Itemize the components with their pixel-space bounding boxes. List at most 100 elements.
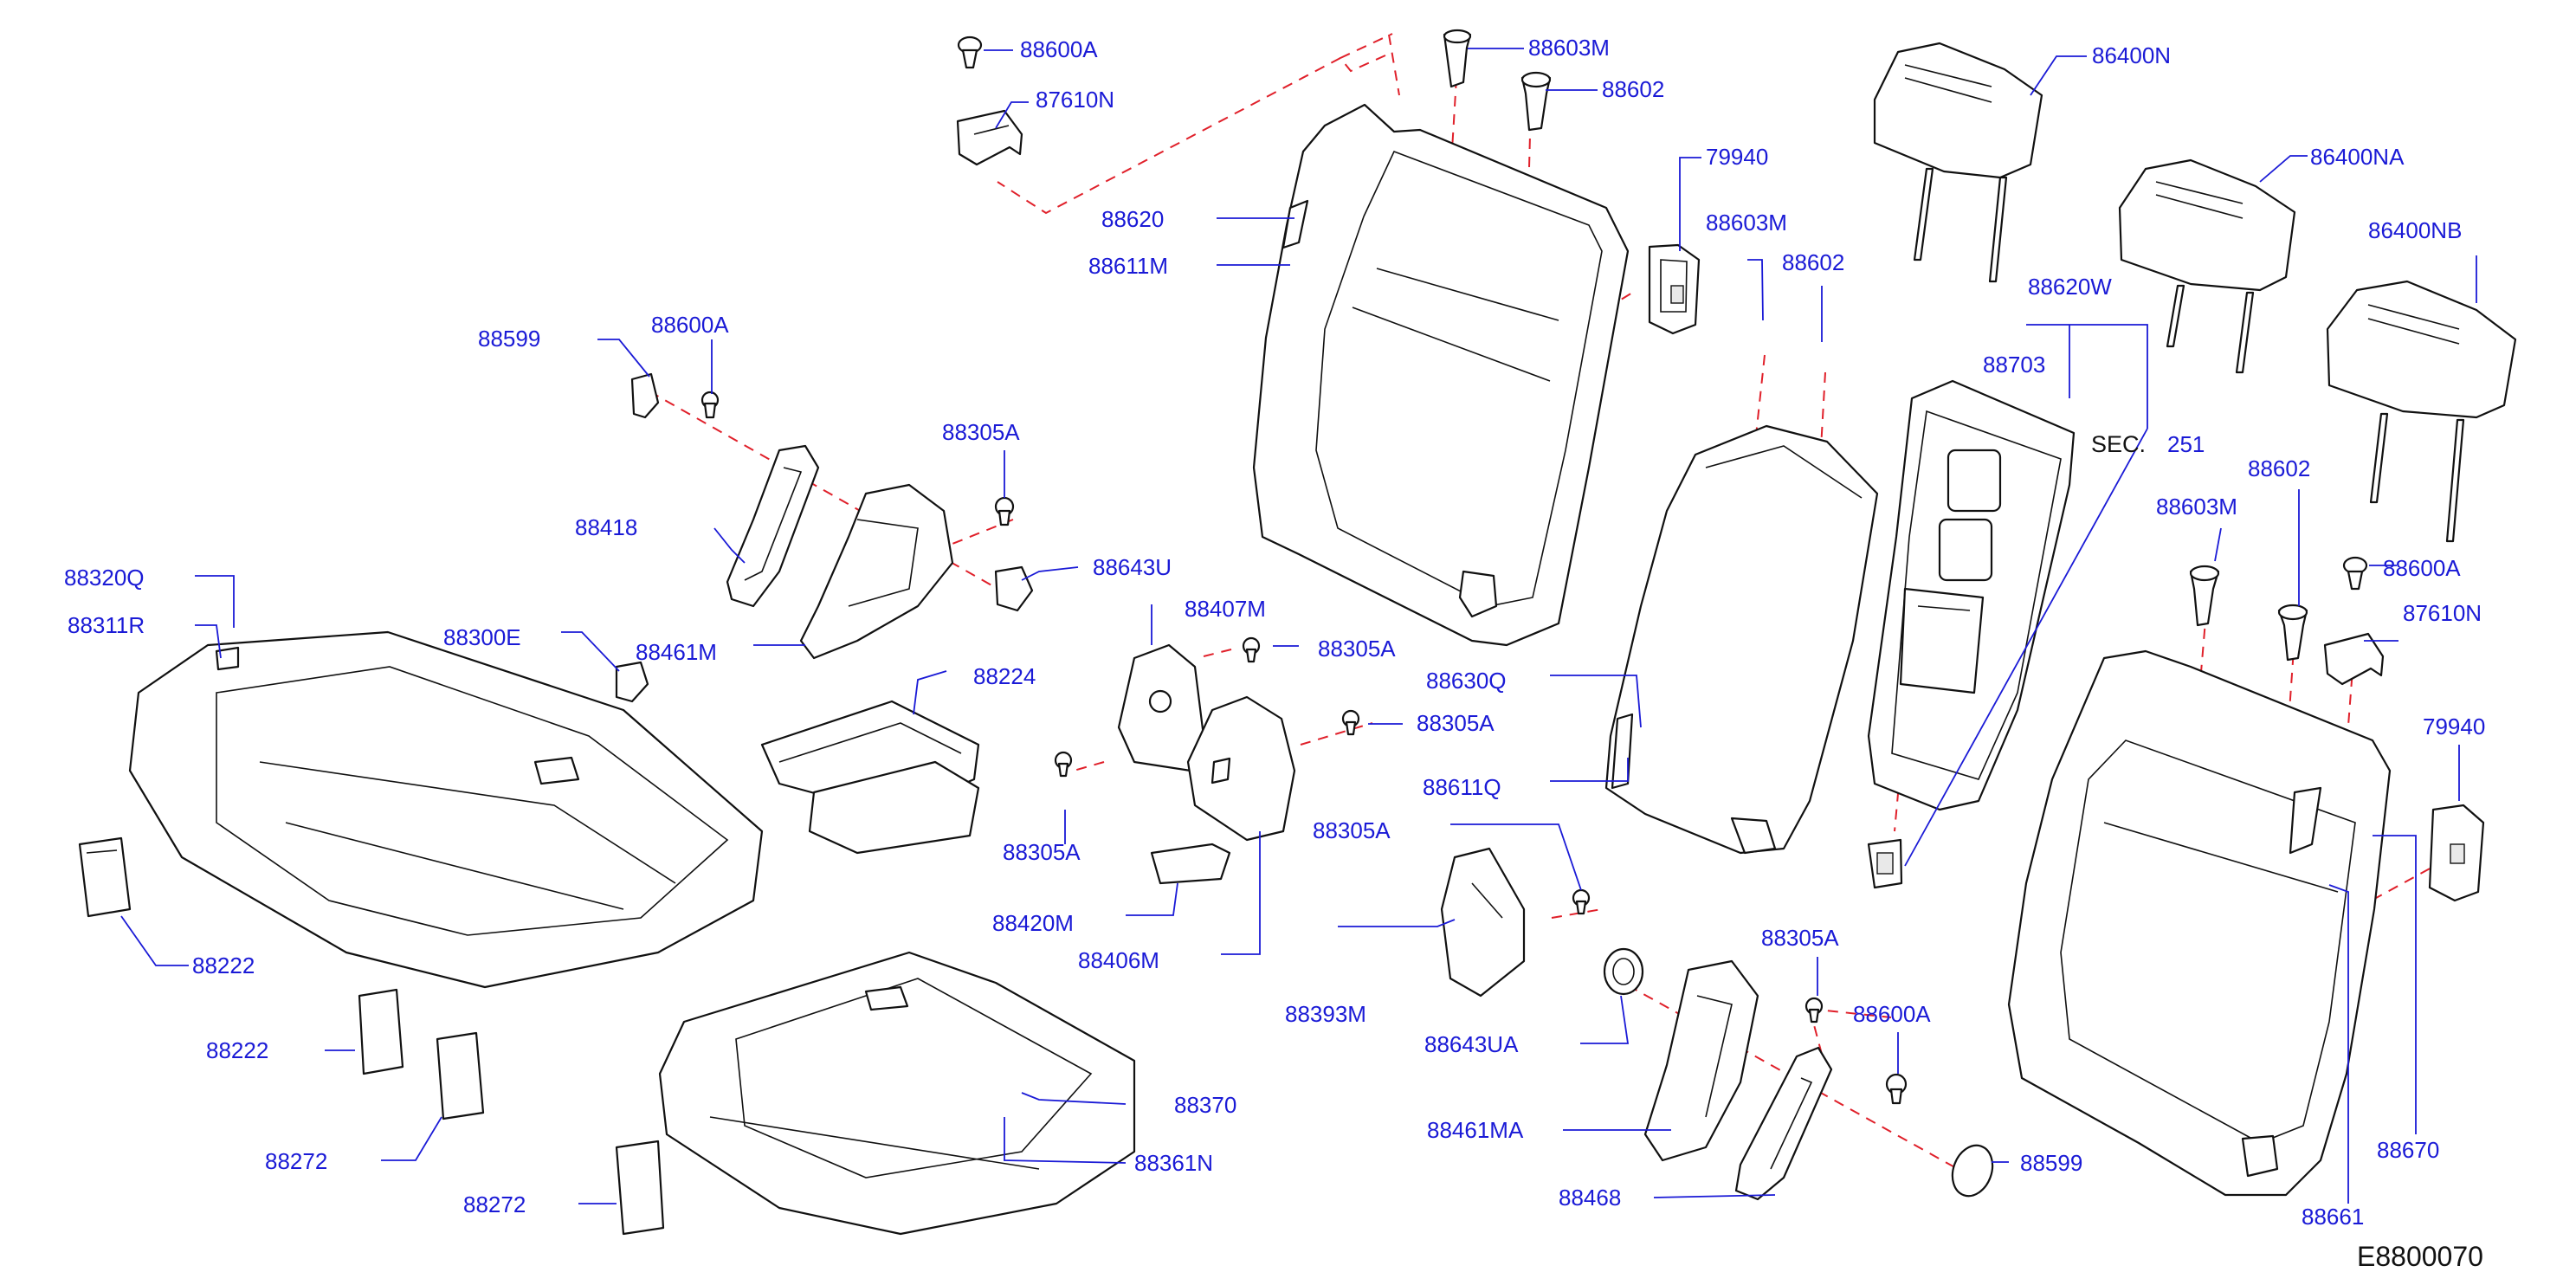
label-88418[interactable]: 88418 — [575, 514, 637, 540]
label-88600A-right[interactable]: 88600A — [2383, 555, 2461, 581]
cap-87610N-top — [956, 109, 1023, 166]
label-88224[interactable]: 88224 — [973, 663, 1036, 689]
label-88305A-e[interactable]: 88305A — [1003, 839, 1081, 865]
hinge-cover-88418 — [726, 444, 820, 608]
label-88600A-left[interactable]: 88600A — [651, 312, 729, 338]
label-88600A-low[interactable]: 88600A — [1853, 1001, 1931, 1027]
label-86400N[interactable]: 86400N — [2092, 42, 2171, 68]
frame-88703 — [1867, 379, 2076, 811]
latch-79940-top — [1648, 243, 1701, 335]
headrest-86400NA — [2118, 158, 2296, 374]
label-sec: SEC. — [2091, 431, 2146, 457]
knob-88643UA — [1603, 947, 1644, 996]
label-88599-left[interactable]: 88599 — [478, 326, 540, 352]
latch-79940-right — [2428, 804, 2485, 902]
bolt-88305A-c — [1341, 709, 1360, 736]
bolt-88600A-low — [1885, 1073, 1908, 1105]
clip-88300E — [615, 661, 649, 703]
label-88643U[interactable]: 88643U — [1093, 554, 1172, 580]
label-88222-b[interactable]: 88222 — [206, 1037, 268, 1063]
label-88305A-b[interactable]: 88305A — [1318, 636, 1396, 662]
label-88602-mid[interactable]: 88602 — [1782, 249, 1844, 275]
label-88461MA[interactable]: 88461MA — [1427, 1117, 1524, 1143]
label-88305A-d[interactable]: 88305A — [1313, 817, 1391, 843]
bolt-88305A-e — [1572, 888, 1591, 915]
label-88603M-top[interactable]: 88603M — [1528, 35, 1610, 61]
headrest-86400NB — [2326, 280, 2517, 543]
bolt-88305A-b — [1242, 636, 1261, 663]
label-88599-low[interactable]: 88599 — [2020, 1150, 2082, 1176]
label-88468[interactable]: 88468 — [1559, 1185, 1621, 1211]
clip-88420M — [1150, 843, 1231, 885]
label-88661[interactable]: 88661 — [2302, 1204, 2364, 1230]
label-88222-a[interactable]: 88222 — [192, 952, 255, 978]
leader-lines — [120, 48, 2477, 1204]
label-88305A-f[interactable]: 88305A — [1761, 925, 1839, 951]
armrest-88630Q — [1604, 424, 1879, 855]
label-sec-number[interactable]: 251 — [2167, 431, 2205, 457]
bracket-88272-b — [615, 1140, 665, 1236]
cover-88406M — [1186, 695, 1296, 842]
label-86400NB[interactable]: 86400NB — [2368, 217, 2462, 243]
seat-back-left-upper — [1252, 103, 1630, 647]
hinge-88393M — [1440, 847, 1526, 998]
label-88600A-top[interactable]: 88600A — [1020, 36, 1098, 62]
label-88602-top[interactable]: 88602 — [1602, 76, 1664, 102]
hinge-cover-88461MA — [1643, 959, 1759, 1162]
label-88630Q[interactable]: 88630Q — [1426, 668, 1507, 694]
label-88620[interactable]: 88620 — [1101, 206, 1164, 232]
label-87610N-right[interactable]: 87610N — [2403, 600, 2482, 626]
label-88603M-right[interactable]: 88603M — [2156, 494, 2237, 520]
bolt-88600A-left — [700, 391, 720, 419]
bolt-88305A-f — [1804, 997, 1824, 1023]
label-88603M-mid[interactable]: 88603M — [1706, 210, 1787, 236]
label-88300E[interactable]: 88300E — [443, 624, 521, 650]
label-88407M[interactable]: 88407M — [1185, 596, 1266, 622]
label-88305A-c[interactable]: 88305A — [1417, 710, 1495, 736]
hinge-88407M — [1117, 643, 1205, 772]
bracket-88222-a — [78, 836, 132, 918]
label-88703[interactable]: 88703 — [1983, 352, 2045, 378]
label-79940-top[interactable]: 79940 — [1706, 144, 1768, 170]
label-88620W[interactable]: 88620W — [2028, 274, 2112, 300]
seat-cushion-main — [128, 630, 764, 989]
label-88361N[interactable]: 88361N — [1134, 1150, 1213, 1176]
cap-87610N-right — [2323, 632, 2385, 686]
label-88611M[interactable]: 88611M — [1088, 253, 1168, 279]
label-88272-b[interactable]: 88272 — [463, 1191, 526, 1217]
label-88272-a[interactable]: 88272 — [265, 1148, 327, 1174]
hinge-cover-88461M — [799, 483, 954, 660]
label-87610N-top[interactable]: 87610N — [1036, 87, 1114, 113]
labels: 88600A 87610N 88603M 88602 86400N 86400N… — [64, 35, 2485, 1272]
clip-88602-right — [2277, 604, 2308, 662]
label-86400NA[interactable]: 86400NA — [2310, 144, 2405, 170]
label-88670[interactable]: 88670 — [2377, 1137, 2439, 1163]
seat-cushion-lower — [658, 951, 1136, 1236]
cover-88599-low — [1951, 1144, 1994, 1198]
cover-88599-left — [630, 372, 660, 419]
diagram-id: E8800070 — [2357, 1241, 2483, 1272]
label-88611Q[interactable]: 88611Q — [1423, 774, 1501, 800]
label-88320Q[interactable]: 88320Q — [64, 565, 145, 591]
label-79940-right[interactable]: 79940 — [2423, 714, 2485, 739]
label-88393M[interactable]: 88393M — [1285, 1001, 1366, 1027]
lock-clip-88703-lower — [1867, 838, 1903, 889]
headrest-86400N — [1873, 42, 2043, 283]
label-88461M[interactable]: 88461M — [636, 639, 717, 665]
bracket-88272-a — [436, 1031, 485, 1120]
label-88643UA[interactable]: 88643UA — [1424, 1031, 1519, 1057]
knob-88643U — [994, 565, 1034, 612]
clip-88600A-top — [957, 36, 983, 69]
label-88406M[interactable]: 88406M — [1078, 947, 1159, 973]
label-88311R[interactable]: 88311R — [68, 612, 145, 638]
label-88420M[interactable]: 88420M — [992, 910, 1074, 936]
seat-back-right — [2007, 649, 2392, 1197]
label-88370[interactable]: 88370 — [1174, 1092, 1236, 1118]
clip-88603M-top — [1443, 29, 1472, 88]
label-88305A-a[interactable]: 88305A — [942, 419, 1020, 445]
label-88602-right[interactable]: 88602 — [2248, 455, 2310, 481]
hinge-cover-88468 — [1734, 1046, 1833, 1201]
parts-artwork — [78, 29, 2517, 1236]
clip-88603M-right — [2189, 565, 2220, 627]
